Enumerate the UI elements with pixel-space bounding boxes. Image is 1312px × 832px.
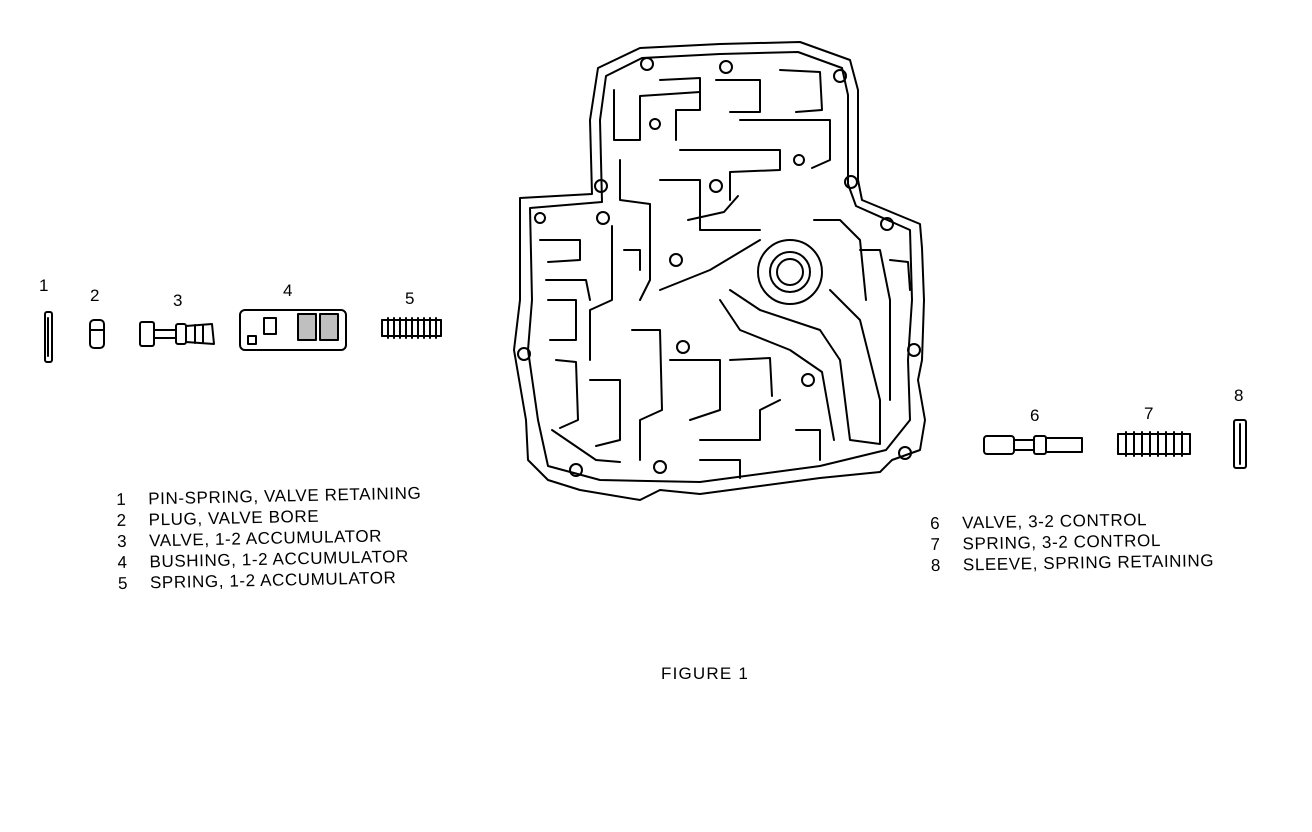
plug-part (89, 319, 105, 349)
callout-7: 7 (1144, 404, 1154, 423)
callout-6: 6 (1030, 406, 1040, 425)
spring-part-7 (1117, 431, 1191, 457)
legend-item-number: 1 (116, 489, 127, 509)
callout-8: 8 (1234, 386, 1244, 405)
legend-item-label: SLEEVE, SPRING RETAINING (962, 550, 1215, 574)
legend-item-label: SPRING, 3-2 CONTROL (962, 530, 1162, 553)
callout-1: 1 (39, 276, 49, 295)
legend-item-number: 4 (117, 552, 128, 572)
central-bore (757, 239, 823, 305)
callout-3: 3 (173, 291, 183, 310)
legend-item-number: 8 (930, 555, 942, 575)
legend-item-number: 6 (930, 513, 941, 533)
legend-item-number: 5 (117, 573, 129, 593)
legend-item-label: PLUG, VALVE BORE (148, 506, 320, 529)
legend-right: 6 VALVE, 3-2 CONTROL 7 SPRING, 3-2 CONTR… (930, 508, 1214, 576)
spring-part-5 (381, 317, 442, 339)
valve-body-inner-outline (527, 51, 913, 483)
fluid-passages (539, 69, 911, 479)
callout-5: 5 (405, 289, 415, 308)
accumulator-valve-part (139, 321, 215, 347)
legend-item-number: 7 (930, 534, 941, 554)
valve-body-outline (513, 41, 926, 501)
legend-item-label: VALVE, 3-2 CONTROL (962, 509, 1148, 532)
figure-caption: FIGURE 1 (661, 664, 750, 683)
sleeve-part (1233, 419, 1247, 469)
legend-item-number: 3 (116, 531, 128, 551)
callout-2: 2 (90, 286, 100, 305)
callout-4: 4 (283, 281, 293, 300)
legend-item-number: 2 (116, 510, 127, 530)
bushing-part (239, 309, 347, 351)
pin-spring-part (44, 311, 53, 363)
control-valve-part (983, 435, 1083, 455)
legend-left: 1 PIN-SPRING, VALVE RETAINING 2 PLUG, VA… (116, 483, 423, 594)
bolt-holes (517, 57, 921, 477)
